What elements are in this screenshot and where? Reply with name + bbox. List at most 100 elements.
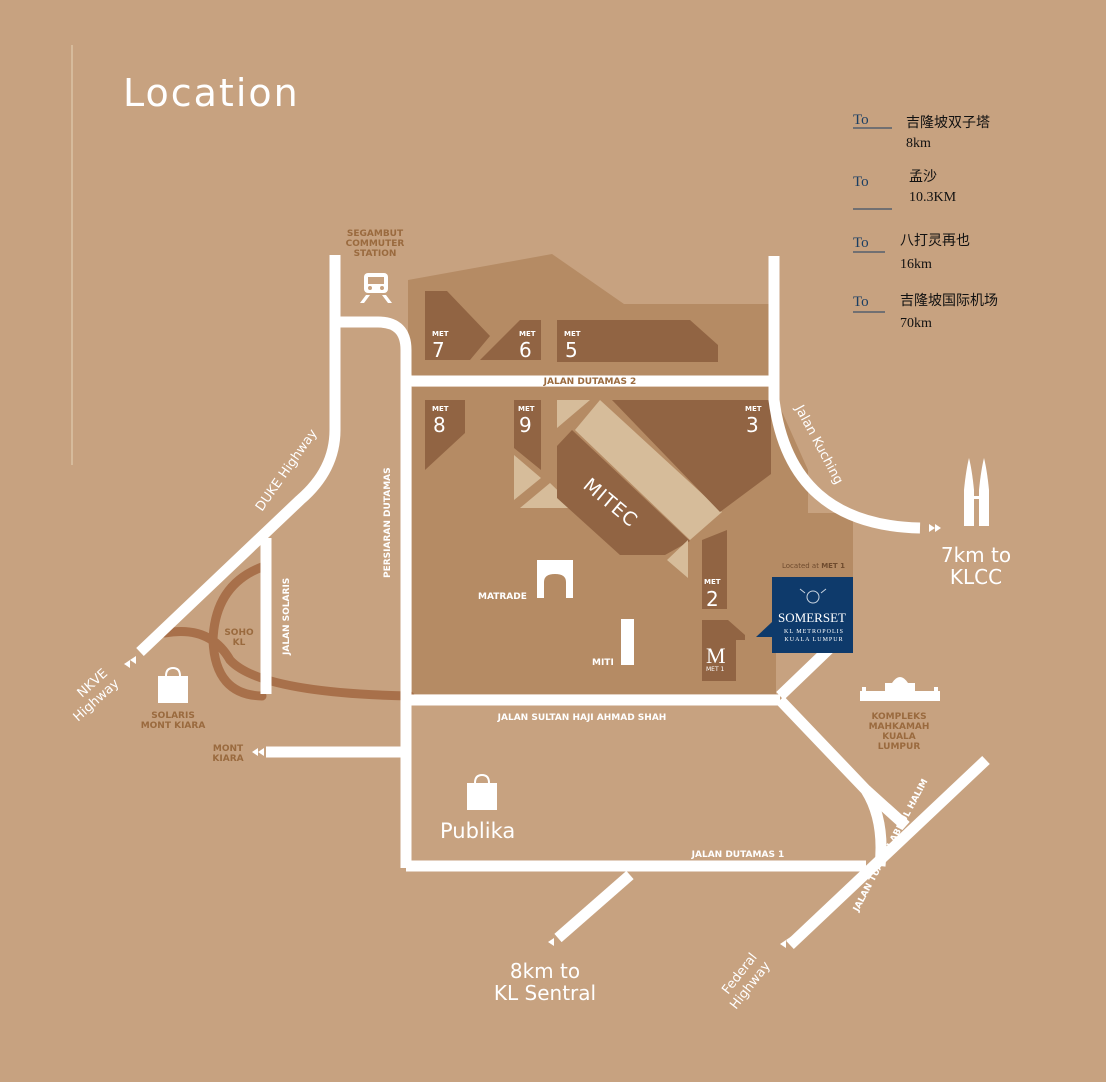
met-5-tag: MET bbox=[564, 330, 581, 338]
solaris-label-1: SOLARIS bbox=[151, 711, 195, 721]
persiaran-dutamas-label: PERSIARAN DUTAMAS bbox=[383, 467, 393, 578]
mont-kiara-arrow-icon bbox=[252, 748, 258, 756]
mont-kiara-label-2: KIARA bbox=[212, 754, 243, 764]
met-6-block[interactable] bbox=[480, 320, 541, 360]
matrade-label: MATRADE bbox=[478, 592, 527, 602]
brown-road-soho-inner bbox=[208, 562, 267, 701]
duke-highway-road bbox=[136, 255, 341, 656]
publika-label: Publika bbox=[440, 819, 515, 843]
met-6-number: 6 bbox=[519, 338, 532, 362]
met-1-logo-caption: MET 1 bbox=[706, 666, 725, 673]
destination-2-distance: 10.3KM bbox=[909, 190, 957, 205]
klcc-distance-label-1: 7km to bbox=[941, 543, 1011, 567]
located-at-text: Located at bbox=[782, 562, 819, 570]
met-7-tag: MET bbox=[432, 330, 449, 338]
destination-4-to: To bbox=[853, 294, 869, 310]
met-9-number: 9 bbox=[519, 413, 532, 437]
located-at-met1: MET 1 bbox=[821, 562, 845, 570]
loop-road bbox=[862, 785, 910, 831]
kompleks-label-3: KUALA bbox=[882, 732, 916, 742]
jalan-kuching-road bbox=[768, 256, 921, 534]
solaris-shopping-bag-icon bbox=[158, 666, 188, 703]
kl-sentral-distance-label-2: KL Sentral bbox=[494, 981, 596, 1005]
met-5-block[interactable] bbox=[557, 320, 718, 362]
met-7-number: 7 bbox=[432, 338, 445, 362]
publika-shopping-bag-icon bbox=[467, 773, 497, 810]
federal-arrow-icon bbox=[780, 940, 786, 948]
destination-3-distance: 16km bbox=[900, 257, 932, 272]
destination-1-name: 吉隆坡双子塔 bbox=[906, 115, 990, 131]
met-1-block[interactable] bbox=[702, 620, 745, 681]
segambut-label-3: STATION bbox=[354, 249, 397, 259]
jalan-dutamas-1-label: JALAN DUTAMAS 1 bbox=[691, 850, 785, 860]
plaza-top bbox=[557, 400, 590, 428]
soho-label-1: SOHO bbox=[224, 628, 254, 638]
klcc-distance-label-2: KLCC bbox=[950, 565, 1002, 589]
jalan-solaris-label: JALAN SOLARIS bbox=[282, 578, 292, 656]
met-3-block[interactable] bbox=[612, 400, 771, 512]
destination-2-to: To bbox=[853, 174, 869, 190]
kompleks-mahkamah-icon bbox=[860, 677, 940, 701]
met-3-number: 3 bbox=[746, 413, 759, 437]
petronas-towers-icon bbox=[964, 458, 989, 526]
kl-sentral-road bbox=[554, 870, 634, 943]
destination-1-to: To bbox=[853, 112, 869, 128]
jalan-dutamas-2-label: JALAN DUTAMAS 2 bbox=[543, 377, 637, 387]
direction-arrows bbox=[124, 524, 941, 948]
met-9-block[interactable] bbox=[514, 400, 541, 470]
plaza-right bbox=[667, 540, 688, 578]
destination-4-distance: 70km bbox=[900, 316, 932, 331]
met-6-tag: MET bbox=[519, 330, 536, 338]
jalan-tuanku-road bbox=[786, 756, 990, 949]
segambut-label-2: COMMUTER bbox=[346, 239, 405, 249]
kompleks-label-2: MAHKAMAH bbox=[869, 722, 930, 732]
klcc-arrow-icon-2 bbox=[935, 524, 941, 532]
brown-road-soho bbox=[160, 627, 415, 701]
met-2-block[interactable] bbox=[702, 530, 727, 609]
met-8-block[interactable] bbox=[425, 400, 465, 470]
kl-sentral-arrow-icon bbox=[548, 938, 554, 946]
met-7-block[interactable] bbox=[425, 291, 490, 360]
matrade-building-icon bbox=[537, 560, 573, 598]
somerset-line-1: KL METROPOLIS bbox=[784, 629, 844, 635]
solaris-label-2: MONT KIARA bbox=[141, 721, 206, 731]
destination-4-name: 吉隆坡国际机场 bbox=[900, 293, 998, 309]
destinations-list: To 吉隆坡双子塔 8km To 孟沙 10.3KM To 八打灵再也 16km… bbox=[853, 112, 998, 331]
page-title: Location bbox=[123, 71, 300, 115]
destination-3-to: To bbox=[853, 235, 869, 251]
miti-building-icon bbox=[621, 619, 634, 665]
plaza-band bbox=[575, 400, 722, 540]
somerset-badge[interactable]: SOMERSET KL METROPOLIS KUALA LUMPUR bbox=[756, 577, 853, 653]
kl-sentral-distance-label-1: 8km to bbox=[510, 959, 580, 983]
segambut-connector-road bbox=[340, 316, 412, 868]
nkve-arrow-icon-2 bbox=[130, 656, 136, 664]
train-icon bbox=[360, 273, 392, 303]
diagonal-road-east bbox=[776, 696, 887, 867]
met-1-logo-letter: M bbox=[706, 643, 726, 668]
destination-3-name: 八打灵再也 bbox=[900, 232, 970, 249]
klcc-arrow-icon bbox=[929, 524, 935, 532]
destination-1-distance: 8km bbox=[906, 136, 931, 151]
somerset-link-road bbox=[776, 644, 834, 700]
destination-2-name: 孟沙 bbox=[909, 169, 937, 185]
met-8-number: 8 bbox=[433, 413, 446, 437]
soho-label-2: KL bbox=[233, 638, 246, 648]
kompleks-label-1: KOMPLEKS bbox=[871, 712, 926, 722]
met-2-tag: MET bbox=[704, 578, 721, 586]
somerset-crest-icon bbox=[799, 588, 827, 604]
jalan-tuanku-label: JALAN TUANKU ABDUL HALIM bbox=[851, 777, 930, 914]
located-at-prefix: Located at MET 1 bbox=[782, 562, 845, 570]
somerset-brand: SOMERSET bbox=[778, 610, 846, 625]
mont-kiara-label-1: MONT bbox=[213, 744, 244, 754]
segambut-label-1: SEGAMBUT bbox=[347, 229, 404, 239]
met-9-tag: MET bbox=[518, 405, 535, 413]
kompleks-label-4: LUMPUR bbox=[878, 742, 921, 752]
mitec-building[interactable] bbox=[557, 430, 690, 555]
met-5-number: 5 bbox=[565, 338, 578, 362]
met-3-tag: MET bbox=[745, 405, 762, 413]
met-2-number: 2 bbox=[706, 587, 719, 611]
miti-label: MITI bbox=[592, 658, 614, 668]
jalan-sultan-label: JALAN SULTAN HAJI AHMAD SHAH bbox=[497, 713, 667, 723]
